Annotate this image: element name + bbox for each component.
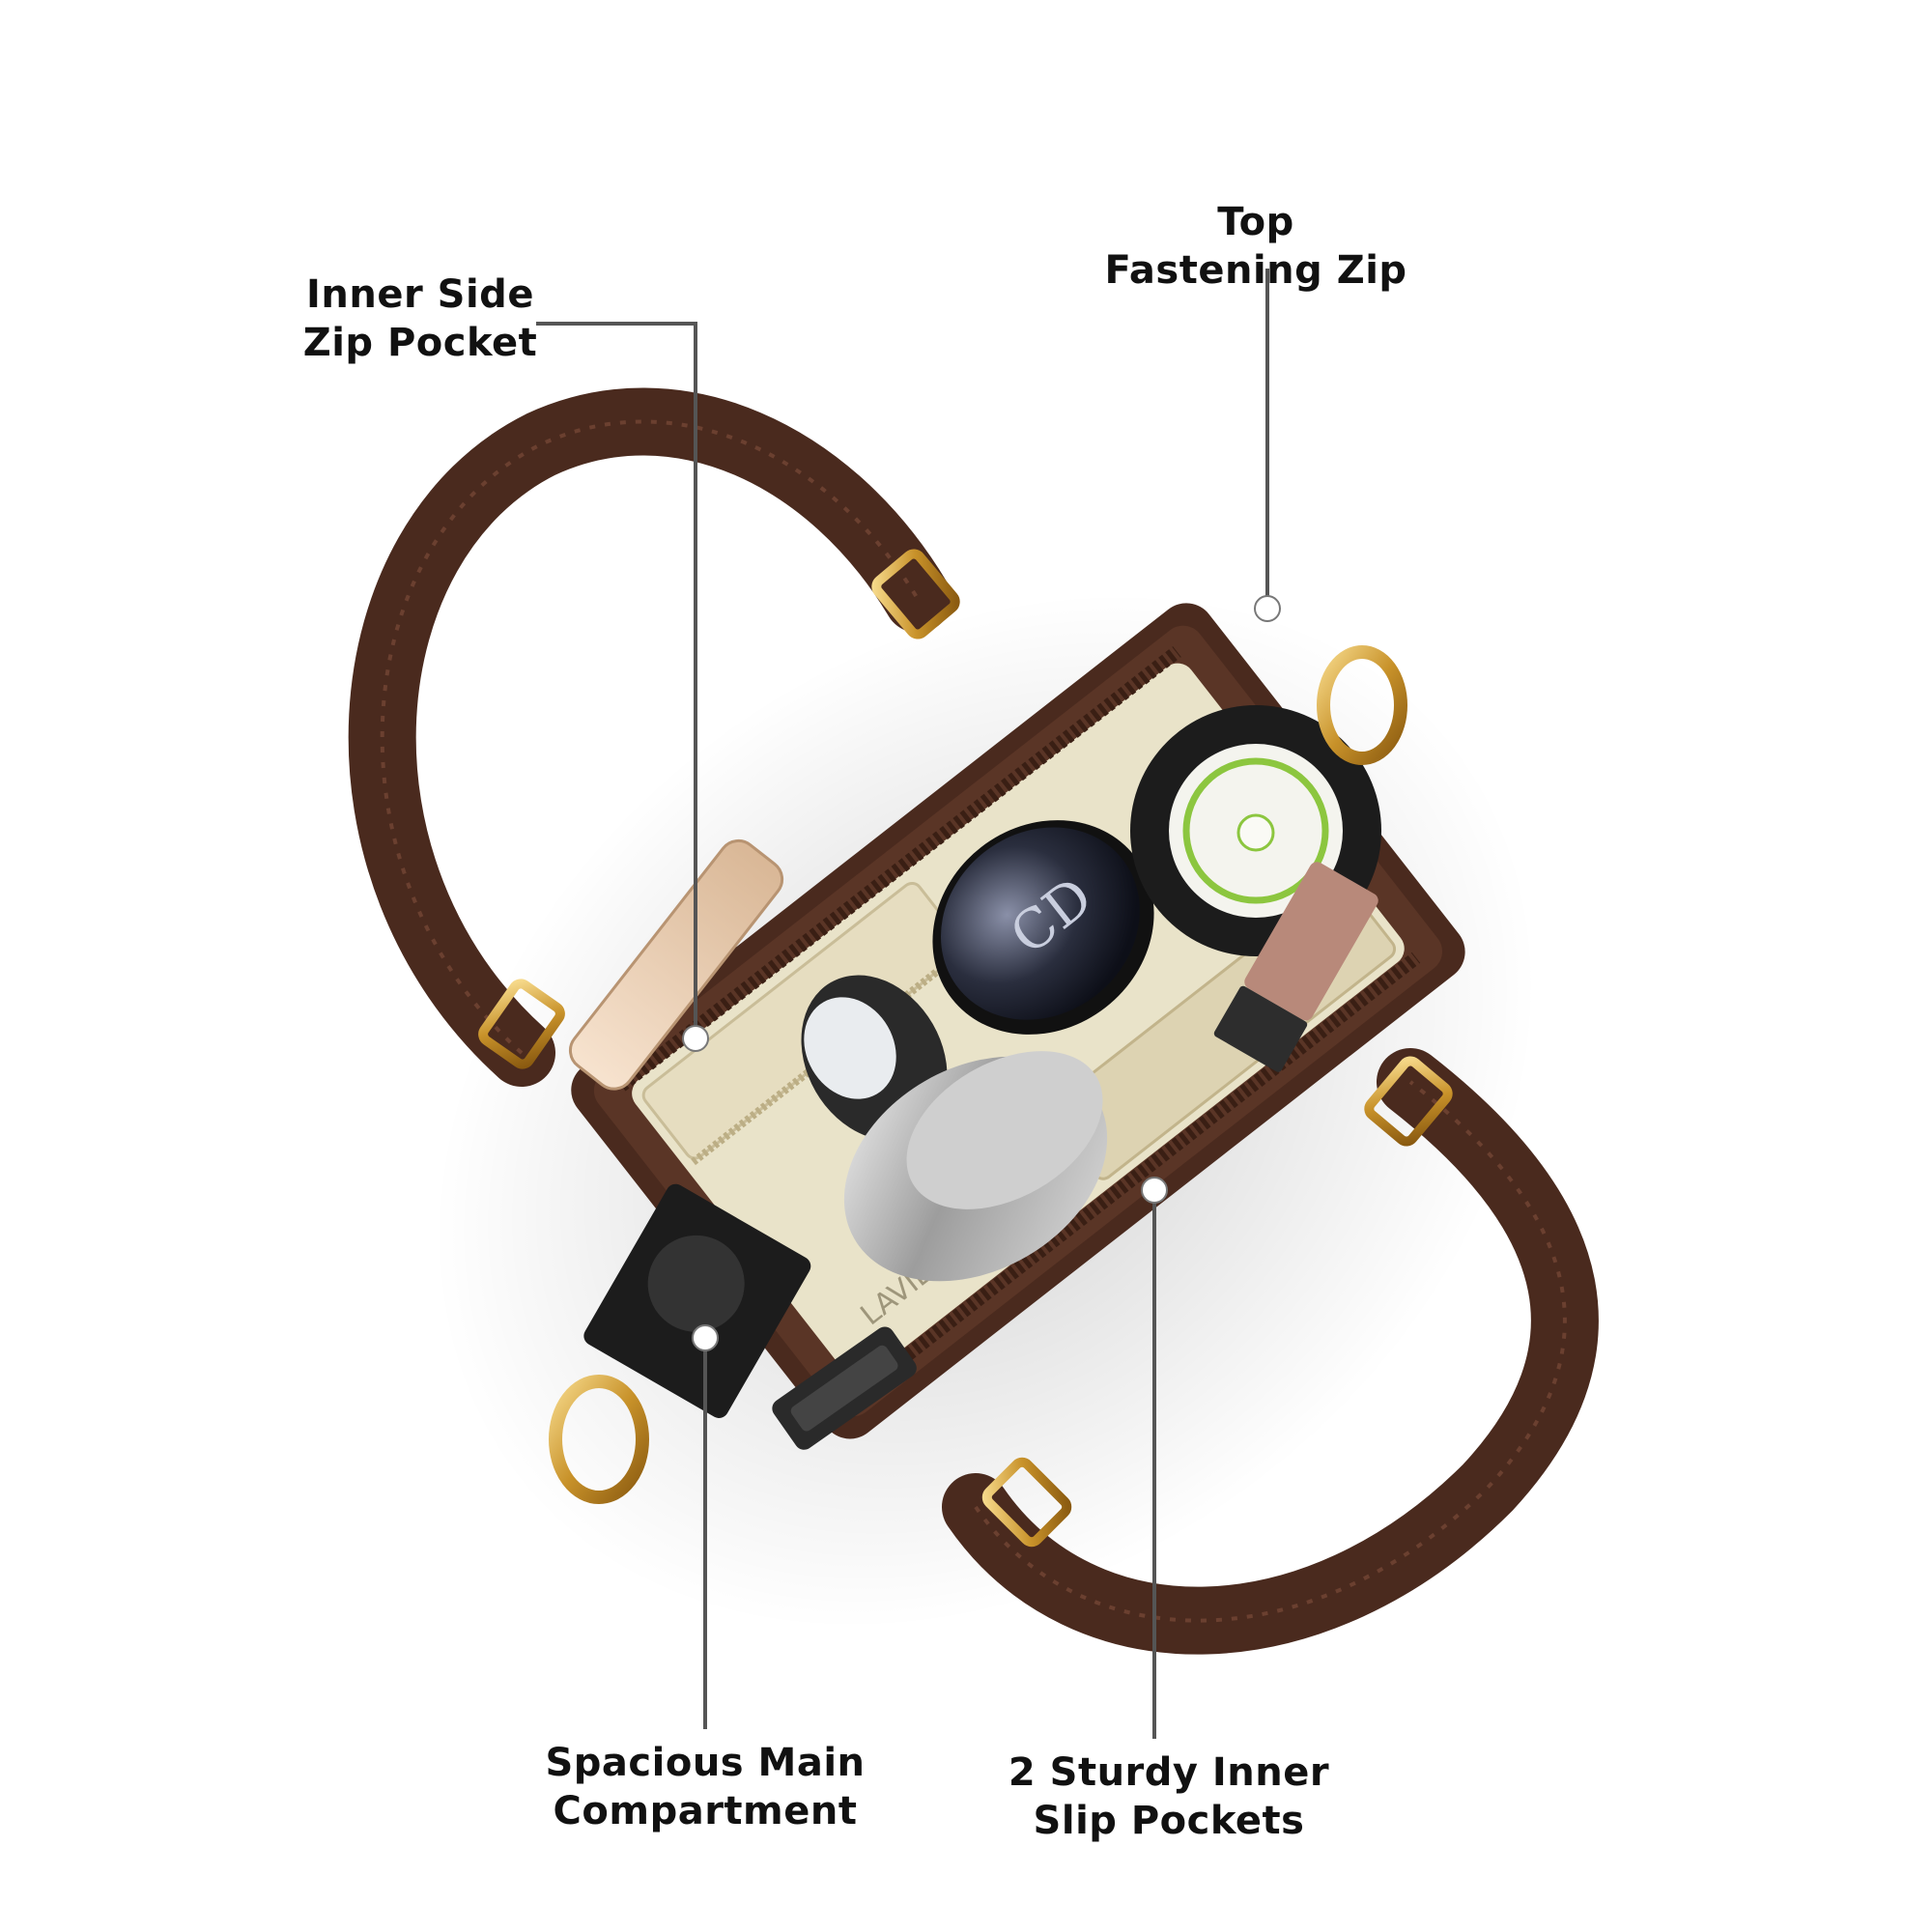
- callout-line-1: Spacious Main: [545, 1741, 866, 1785]
- callout-line-2: Slip Pockets: [1033, 1799, 1305, 1843]
- callout-spacious-main-compartment: Spacious Main Compartment: [541, 1739, 869, 1835]
- callout-line-2: Compartment: [553, 1789, 858, 1833]
- hair-clip: [772, 1326, 917, 1450]
- handle-top-left: [348, 387, 960, 1087]
- callout-line-2: Zip Pocket: [302, 321, 538, 365]
- compact: CD: [932, 820, 1154, 1035]
- tin-can: [843, 1051, 1108, 1282]
- callout-line-1: Inner Side: [306, 272, 534, 317]
- callout-inner-slip-pockets: 2 Sturdy Inner Slip Pockets: [1005, 1748, 1333, 1845]
- callout-line-main: [692, 1324, 719, 1729]
- phone: [568, 838, 784, 1091]
- callout-line-top-zip: [1254, 269, 1281, 622]
- callout-line-inner-side: [536, 322, 709, 1052]
- callout-inner-side-zip-pocket: Inner Side Zip Pocket: [280, 270, 560, 367]
- callout-top-fastening-zip: Top Fastening Zip: [1101, 198, 1410, 295]
- callout-line-slip: [1141, 1177, 1168, 1739]
- side-ring-left: [549, 1375, 649, 1504]
- callout-line-2: Fastening Zip: [1104, 248, 1407, 293]
- side-ring-right: [1317, 645, 1407, 765]
- lipstick: [1213, 862, 1378, 1072]
- callout-line-1: Top: [1217, 200, 1294, 244]
- handle-bottom-right: [942, 1048, 1599, 1655]
- perfume-bottle: [583, 1183, 811, 1418]
- callout-line-1: 2 Sturdy Inner: [1008, 1750, 1330, 1795]
